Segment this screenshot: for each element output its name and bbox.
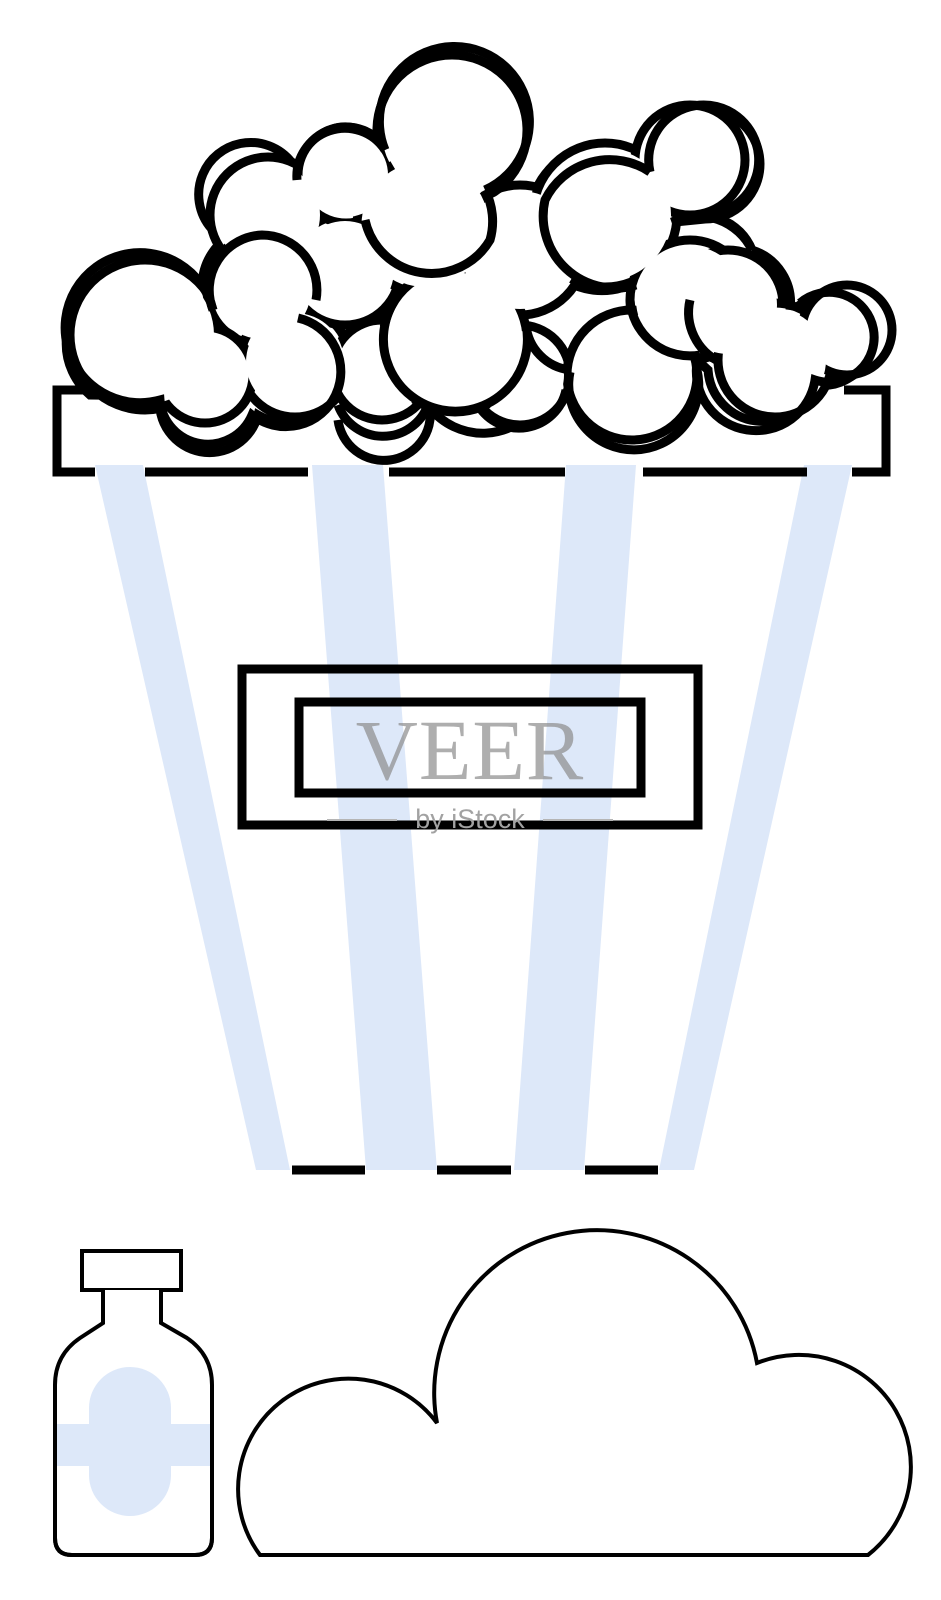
bucket-stripe: [514, 465, 636, 1170]
label-outer-frame: [237, 664, 703, 830]
bucket-stripe: [95, 465, 290, 1170]
bucket-stripes: [95, 465, 852, 1170]
cloud-icon: [236, 1228, 913, 1557]
bottle-icon: [53, 1249, 214, 1557]
bucket-stripe: [659, 465, 852, 1170]
label-inner-frame: [294, 697, 646, 798]
bucket-stripe: [312, 465, 437, 1170]
bucket-rim: [52, 385, 891, 477]
bucket-label: [237, 664, 703, 830]
popcorn-inner-lines: [60, 42, 879, 455]
